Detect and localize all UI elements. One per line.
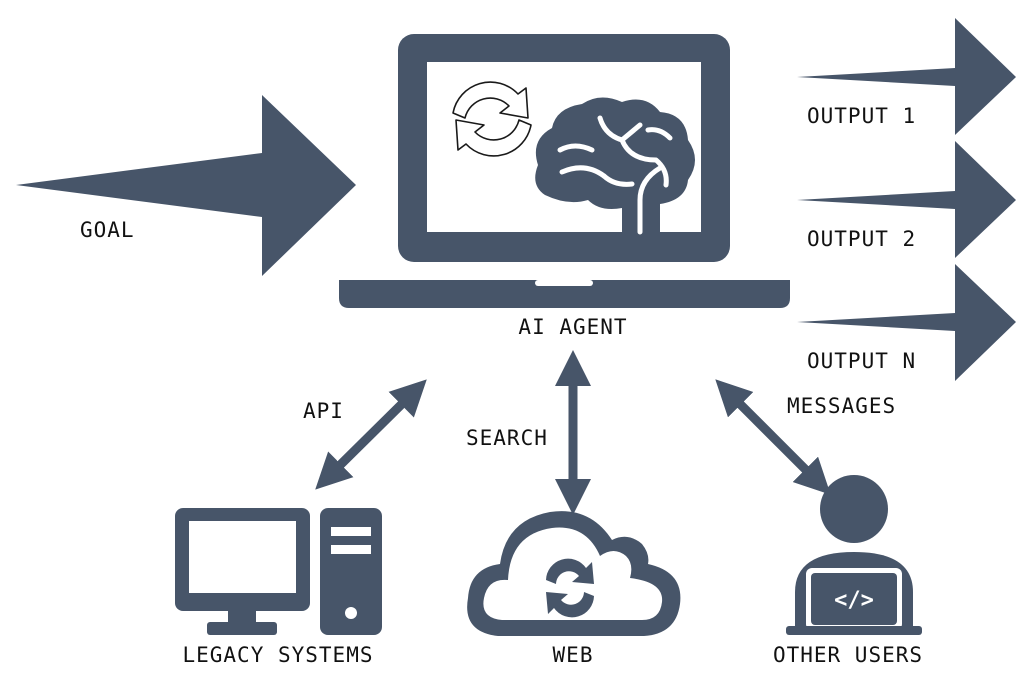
output-2-label: OUTPUT 2	[807, 227, 916, 251]
output-n-arrow	[797, 264, 1016, 381]
messages-label: MESSAGES	[787, 394, 896, 418]
output-2-arrow	[797, 141, 1016, 258]
legacy-systems-label: LEGACY SYSTEMS	[182, 643, 373, 667]
developer-user-icon: </>	[786, 475, 922, 635]
api-double-arrow	[315, 379, 427, 490]
ai-agent-label: AI AGENT	[518, 315, 627, 339]
search-label: SEARCH	[466, 426, 548, 450]
output-1-label: OUTPUT 1	[807, 104, 916, 128]
brain-icon	[535, 97, 695, 235]
cloud-icon	[467, 511, 681, 636]
messages-double-arrow	[715, 379, 831, 495]
desktop-computer-icon	[175, 508, 382, 635]
output-1-arrow	[797, 18, 1016, 135]
goal-label: GOAL	[80, 218, 135, 242]
web-label: WEB	[553, 643, 594, 667]
api-label: API	[303, 399, 344, 423]
code-symbol-label: </>	[834, 588, 874, 613]
refresh-icon	[452, 81, 532, 157]
output-n-label: OUTPUT N	[807, 349, 916, 373]
other-users-label: OTHER USERS	[773, 643, 923, 667]
goal-arrow	[16, 95, 356, 276]
